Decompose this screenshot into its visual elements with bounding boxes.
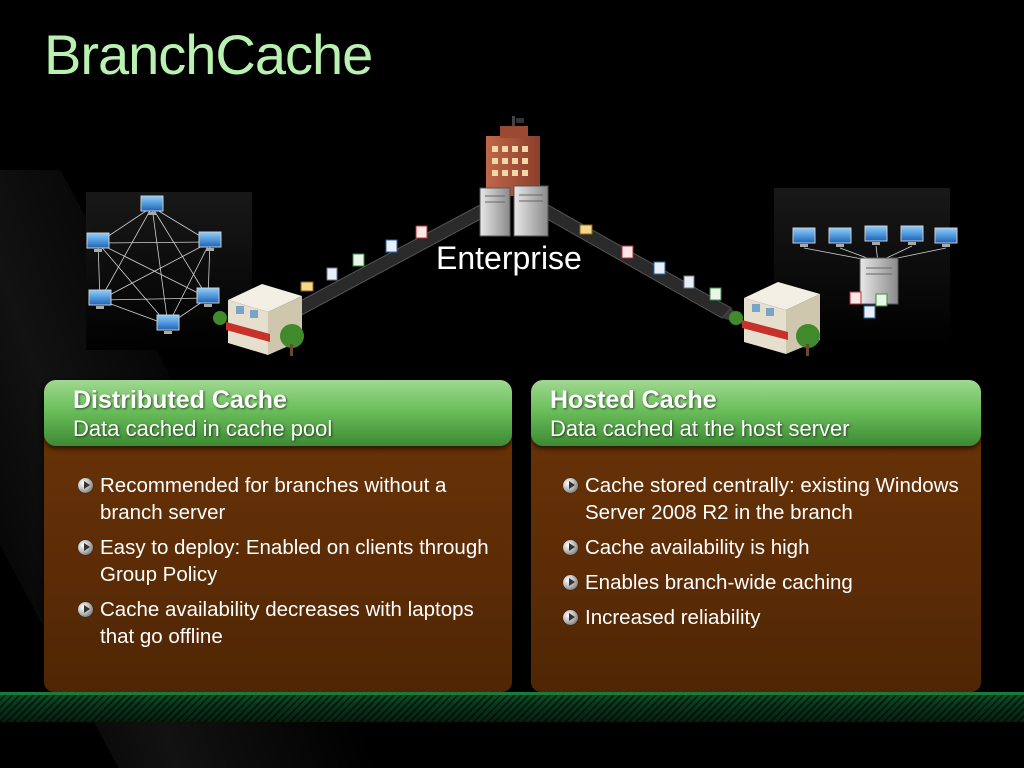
bullet-text: Cache stored centrally: existing Windows…: [585, 474, 959, 524]
hosted-cache-bullets: Cache stored centrally: existing Windows…: [563, 472, 963, 639]
hosted-cache-title: Hosted Cache: [550, 386, 717, 414]
enterprise-label: Enterprise: [436, 240, 582, 276]
arrow-bullet-icon: [563, 575, 578, 590]
bullet-item: Easy to deploy: Enabled on clients throu…: [78, 534, 498, 588]
branch-storefront-icon: [213, 284, 304, 356]
slide-title: BranchCache: [44, 23, 373, 86]
distributed-cache-title: Distributed Cache: [73, 386, 287, 414]
file-icons: [300, 224, 722, 301]
hosted-cache-subtitle: Data cached at the host server: [550, 416, 850, 441]
arrow-bullet-icon: [78, 540, 93, 555]
desktop-computer-icon: [86, 195, 222, 334]
bullet-item: Cache availability decreases with laptop…: [78, 596, 498, 650]
distributed-cache-panel: Distributed Cache Data cached in cache p…: [44, 380, 512, 692]
branch-storefront-icon: [729, 282, 820, 356]
bullet-item: Cache availability is high: [563, 534, 963, 561]
bullet-text: Enables branch-wide caching: [585, 571, 853, 594]
bullet-item: Enables branch-wide caching: [563, 569, 963, 596]
bullet-text: Cache availability is high: [585, 536, 810, 559]
desktop-computer-icon: [792, 225, 958, 247]
distributed-cache-header: Distributed Cache Data cached in cache p…: [44, 380, 512, 446]
arrow-bullet-icon: [78, 602, 93, 617]
office-building-icon: [486, 116, 540, 196]
bullet-item: Cache stored centrally: existing Windows…: [563, 472, 963, 526]
floor-divider: [0, 692, 1024, 695]
bullet-item: Recommended for branches without a branc…: [78, 472, 498, 526]
bullet-text: Easy to deploy: Enabled on clients throu…: [100, 536, 489, 586]
bullet-text: Increased reliability: [585, 606, 761, 629]
server-tower-icon: [479, 185, 549, 237]
arrow-bullet-icon: [563, 540, 578, 555]
hosted-cache-panel: Hosted Cache Data cached at the host ser…: [531, 380, 981, 692]
distributed-cache-bullets: Recommended for branches without a branc…: [78, 472, 498, 658]
bullet-item: Increased reliability: [563, 604, 963, 631]
hosted-cache-header: Hosted Cache Data cached at the host ser…: [531, 380, 981, 446]
bullet-text: Cache availability decreases with laptop…: [100, 598, 474, 648]
server-tower-icon: [859, 257, 899, 305]
file-icons: [849, 291, 888, 319]
arrow-bullet-icon: [563, 478, 578, 493]
distributed-cache-subtitle: Data cached in cache pool: [73, 416, 333, 441]
network-diagram: [86, 116, 958, 356]
arrow-bullet-icon: [563, 610, 578, 625]
arrow-bullet-icon: [78, 478, 93, 493]
floor-stripe: [0, 692, 1024, 722]
bullet-text: Recommended for branches without a branc…: [100, 474, 447, 524]
